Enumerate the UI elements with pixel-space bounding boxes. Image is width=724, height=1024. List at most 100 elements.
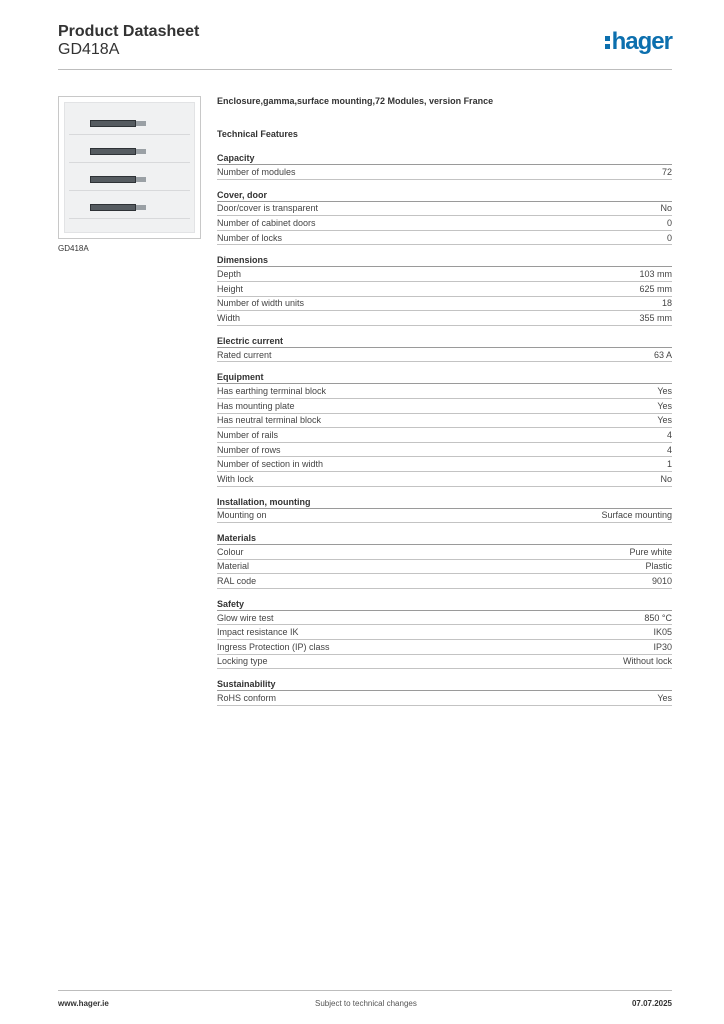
spec-label: Glow wire test (217, 612, 274, 623)
din-rail-slot-end (136, 205, 146, 210)
spec-value: 9010 (651, 576, 672, 587)
spec-label: RoHS conform (217, 693, 277, 704)
spec-value: Yes (657, 400, 672, 411)
spec-value: 0 (666, 217, 672, 228)
spec-value: Yes (657, 386, 672, 397)
footer-website: www.hager.ie (58, 999, 109, 1008)
spec-label: Height (217, 283, 244, 294)
spec-row: Has mounting plate Yes (217, 399, 672, 414)
spec-value: Yes (657, 693, 672, 704)
spec-value: 850 °C (644, 612, 672, 623)
spec-row: Door/cover is transparent No (217, 202, 672, 217)
logo-text: hager (611, 28, 673, 55)
spec-value: 355 mm (639, 312, 672, 323)
spec-row: RAL code 9010 (217, 574, 672, 589)
spec-value: 103 mm (639, 269, 672, 280)
section-title: Sustainability (217, 678, 672, 692)
spec-row: Mounting on Surface mounting (217, 509, 672, 524)
spec-row: RoHS conform Yes (217, 691, 672, 706)
spec-row: Number of rails 4 (217, 428, 672, 443)
spec-value: 4 (666, 429, 672, 440)
technical-features-heading: Technical Features (217, 129, 298, 139)
spec-value: 1 (666, 459, 672, 470)
section-title: Electric current (217, 335, 672, 348)
spec-label: Door/cover is transparent (217, 203, 319, 214)
page-title: Product Datasheet (58, 23, 200, 40)
spec-label: Number of modules (217, 166, 296, 177)
spec-row: Height 625 mm (217, 282, 672, 297)
spec-value: Yes (657, 415, 672, 426)
spec-label: Material (217, 561, 250, 572)
spec-label: Mounting on (217, 510, 267, 521)
footer-notice: Subject to technical changes (315, 999, 417, 1008)
section-title: Materials (217, 532, 672, 546)
spec-row: Width 355 mm (217, 311, 672, 326)
spec-value: IP30 (653, 641, 672, 652)
spec-label: RAL code (217, 576, 257, 587)
section-title: Capacity (217, 152, 672, 165)
spec-label: Width (217, 312, 241, 323)
din-rail-slot-end (136, 121, 146, 126)
logo-colon-icon (604, 33, 610, 50)
spec-label: Number of rows (217, 444, 281, 455)
spec-value: No (660, 203, 672, 214)
footer-date: 07.07.2025 (631, 999, 672, 1008)
spec-label: Locking type (217, 656, 268, 667)
spec-label: Number of rails (217, 429, 279, 440)
section-title: Safety (217, 598, 672, 611)
din-rail-slot (90, 204, 136, 211)
spec-label: Impact resistance IK (217, 627, 299, 638)
spec-row: Has neutral terminal block Yes (217, 414, 672, 429)
section-title: Equipment (217, 371, 672, 385)
din-rail-slot (90, 148, 136, 155)
section-title: Dimensions (217, 254, 672, 268)
enclosure-row (69, 139, 190, 163)
spec-row: Number of locks 0 (217, 231, 672, 246)
spec-label: Number of locks (217, 232, 283, 243)
product-description: Enclosure,gamma,surface mounting,72 Modu… (217, 96, 494, 106)
hager-logo: hager (604, 28, 673, 56)
spec-row: Number of section in width 1 (217, 457, 672, 472)
section-title: Installation, mounting (217, 496, 672, 509)
spec-value: 625 mm (639, 283, 672, 294)
spec-value: Surface mounting (601, 510, 672, 521)
enclosure-illustration (64, 102, 195, 233)
spec-label: Has mounting plate (217, 400, 295, 411)
spec-value: 72 (661, 166, 672, 177)
spec-row: Number of modules 72 (217, 165, 672, 180)
spec-label: Number of section in width (217, 459, 324, 470)
product-image-caption: GD418A (58, 244, 89, 253)
spec-value: Plastic (645, 561, 672, 572)
spec-row: Glow wire test 850 °C (217, 611, 672, 626)
spec-label: Colour (217, 546, 244, 557)
spec-label: Has neutral terminal block (217, 415, 322, 426)
spec-row: Material Plastic (217, 560, 672, 575)
spec-value: 18 (661, 298, 672, 309)
product-image (58, 96, 201, 239)
din-rail-slot-end (136, 149, 146, 154)
spec-value: 0 (666, 232, 672, 243)
spec-label: Rated current (217, 349, 272, 360)
din-rail-slot (90, 176, 136, 183)
spec-label: With lock (217, 473, 254, 484)
page-footer: www.hager.ie Subject to technical change… (58, 990, 672, 1014)
